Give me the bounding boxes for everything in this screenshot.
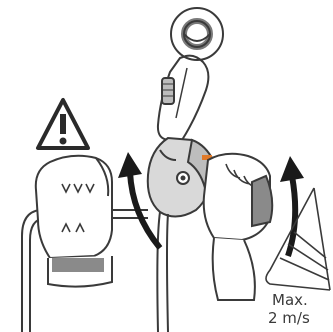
speed-limit-label: Max. (272, 292, 308, 309)
carabiner (158, 56, 208, 140)
speed-limit-value: 2 m/s (268, 310, 310, 327)
rotate-clockwise-arrow-icon (280, 156, 304, 256)
warning-triangle-icon (38, 100, 88, 148)
right-glove (204, 154, 273, 300)
anchor-ring-icon (171, 8, 223, 60)
left-glove (36, 156, 112, 287)
